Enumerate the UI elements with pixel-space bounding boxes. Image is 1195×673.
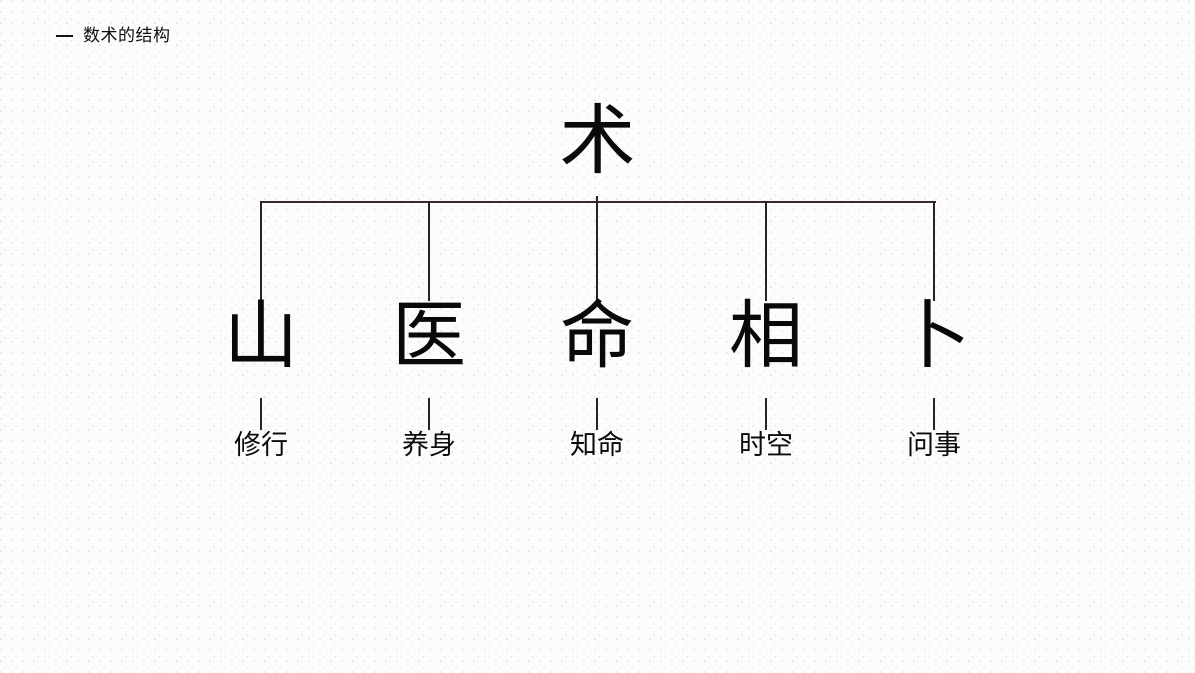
branch-char-3: 命 bbox=[560, 296, 634, 378]
tree-horizontal-connector bbox=[261, 201, 936, 203]
tree-leaf-stem-1 bbox=[260, 398, 262, 430]
branch-char-2: 医 bbox=[392, 296, 466, 378]
tree-branch-3: 命 知命 bbox=[512, 296, 682, 458]
branch-char-4: 相 bbox=[729, 296, 803, 378]
tree-branch-1: 山 修行 bbox=[176, 296, 346, 458]
branch-char-5: 卜 bbox=[897, 296, 971, 378]
branch-leaf-1: 修行 bbox=[234, 430, 288, 460]
tree-leaf-stem-3 bbox=[596, 398, 598, 430]
tree-leaf-stem-5 bbox=[933, 398, 935, 430]
tree-root-node: 术 bbox=[559, 100, 636, 184]
slide-header: 数术的结构 bbox=[56, 27, 171, 44]
tree-stem-3 bbox=[596, 201, 598, 301]
branch-leaf-3: 知命 bbox=[570, 430, 624, 460]
header-dash-icon bbox=[56, 34, 73, 37]
tree-stem-4 bbox=[765, 201, 767, 301]
branch-leaf-4: 时空 bbox=[739, 430, 793, 460]
tree-branch-5: 卜 问事 bbox=[849, 296, 1019, 458]
tree-leaf-stem-2 bbox=[428, 398, 430, 430]
tree-stem-5 bbox=[933, 201, 935, 301]
branch-leaf-5: 问事 bbox=[907, 430, 961, 460]
branch-char-1: 山 bbox=[224, 296, 298, 378]
tree-stem-2 bbox=[428, 201, 430, 301]
tree-leaf-stem-4 bbox=[765, 398, 767, 430]
tree-stem-1 bbox=[260, 201, 262, 301]
branch-leaf-2: 养身 bbox=[402, 430, 456, 460]
tree-branch-2: 医 养身 bbox=[344, 296, 514, 458]
tree-root-stem bbox=[596, 196, 598, 203]
page-title: 数术的结构 bbox=[83, 26, 171, 45]
tree-branch-4: 相 时空 bbox=[681, 296, 851, 458]
